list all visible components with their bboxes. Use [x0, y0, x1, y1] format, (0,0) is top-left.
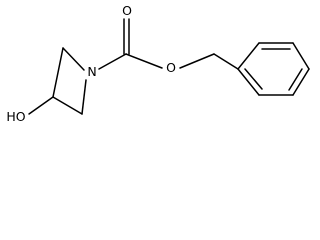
benzene-inner-bond-2 — [288, 68, 303, 91]
benzene-inner-bond-3 — [244, 68, 263, 90]
bond-choh-oh — [28, 96, 54, 115]
bond-ch2-bottom-n — [81, 79, 87, 115]
bond-ch2-top-choh — [52, 47, 64, 98]
benzene-bond-6 — [237, 68, 260, 96]
benzene-bond-3 — [292, 42, 310, 70]
hydroxyl-label: HO — [6, 109, 25, 124]
bond-choh-ch2-bottom — [52, 96, 83, 115]
benzene-ring — [237, 42, 310, 96]
benzene-bond-1 — [237, 42, 260, 70]
nitrogen-label: N — [87, 64, 96, 79]
ester-oxygen-label: O — [166, 60, 176, 75]
chemical-structure: N O O HO — [6, 3, 310, 124]
carbamate-group — [98, 18, 239, 70]
bond-ester-o-ch2 — [179, 53, 215, 69]
bond-carbonyl-ester-o — [125, 53, 163, 69]
bond-ch2-phenyl — [213, 53, 239, 70]
benzene-bond-4 — [292, 68, 310, 96]
carbonyl-oxygen-label: O — [122, 3, 132, 18]
azetidine-ring — [52, 47, 87, 115]
bond-n-ch2-top — [62, 47, 85, 71]
bond-n-carbonyl — [98, 53, 127, 70]
